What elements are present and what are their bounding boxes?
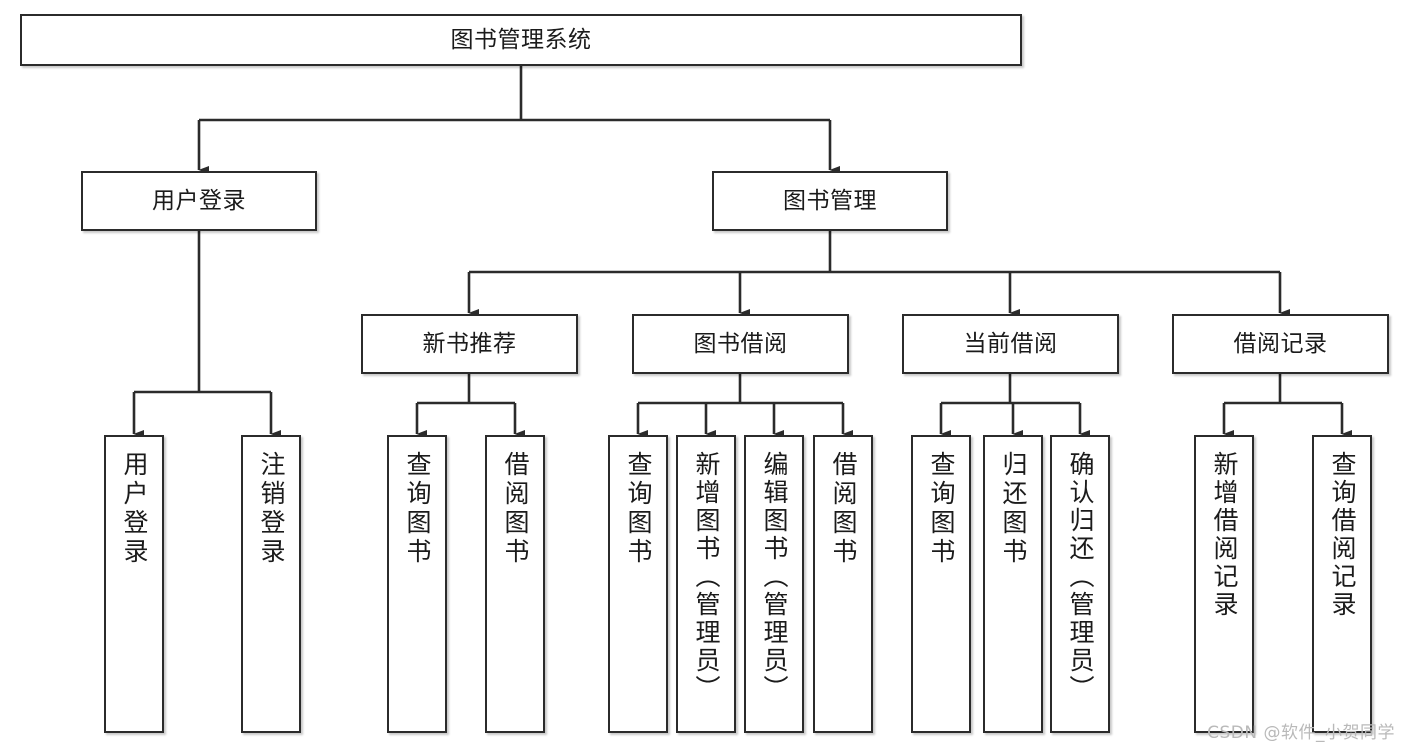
node-label-leaf-confirm-return-admin: 确认归还（管理员） (1066, 451, 1095, 703)
node-leaf-confirm-return-admin[interactable]: 确认归还（管理员） (1050, 435, 1110, 733)
node-label-user-login: 用户登录 (152, 187, 246, 214)
node-leaf-user-logout[interactable]: 注销登录 (241, 435, 301, 733)
connector-c-current-borrow-split (939, 374, 1091, 439)
connector-c-root-split (197, 66, 841, 175)
node-leaf-query-book-3[interactable]: 查询图书 (911, 435, 971, 733)
node-new-book-recommend[interactable]: 新书推荐 (361, 314, 578, 374)
node-root[interactable]: 图书管理系统 (20, 14, 1022, 66)
node-leaf-query-book-2[interactable]: 查询图书 (608, 435, 668, 733)
node-leaf-user-login[interactable]: 用户登录 (104, 435, 164, 733)
node-leaf-query-borrow-record[interactable]: 查询借阅记录 (1312, 435, 1372, 733)
node-label-leaf-borrow-book-2: 借阅图书 (829, 451, 858, 567)
connector-c-user-login-split (132, 231, 282, 439)
node-label-leaf-add-borrow-record: 新增借阅记录 (1210, 451, 1239, 619)
node-label-leaf-query-book-3: 查询图书 (927, 451, 956, 567)
node-label-leaf-query-book-2: 查询图书 (624, 451, 653, 567)
node-label-leaf-user-login: 用户登录 (120, 451, 149, 567)
node-label-book-manage: 图书管理 (783, 187, 877, 214)
connector-c-borrow-record-split (1222, 374, 1353, 439)
node-leaf-borrow-book-1[interactable]: 借阅图书 (485, 435, 545, 733)
node-label-root: 图书管理系统 (450, 26, 592, 53)
node-label-borrow-record: 借阅记录 (1233, 330, 1328, 357)
node-leaf-return-book[interactable]: 归还图书 (983, 435, 1043, 733)
node-leaf-add-borrow-record[interactable]: 新增借阅记录 (1194, 435, 1254, 733)
node-label-new-book-recommend: 新书推荐 (422, 330, 517, 357)
node-leaf-edit-book-admin[interactable]: 编辑图书（管理员） (744, 435, 804, 733)
node-label-leaf-query-book-1: 查询图书 (403, 451, 432, 567)
node-leaf-add-book-admin[interactable]: 新增图书（管理员） (676, 435, 736, 733)
node-label-book-borrow: 图书借阅 (693, 330, 788, 357)
node-current-borrow[interactable]: 当前借阅 (902, 314, 1119, 374)
csdn-watermark: CSDN @软件_小贺同学 (1207, 723, 1395, 743)
node-leaf-query-book-1[interactable]: 查询图书 (387, 435, 447, 733)
node-book-manage[interactable]: 图书管理 (712, 171, 948, 231)
node-borrow-record[interactable]: 借阅记录 (1172, 314, 1389, 374)
node-label-leaf-return-book: 归还图书 (999, 451, 1028, 567)
connector-c-book-borrow-split (636, 374, 854, 439)
connector-c-book-manage-split (467, 231, 1291, 318)
node-label-leaf-add-book-admin: 新增图书（管理员） (692, 451, 721, 703)
connector-c-new-book-split (415, 374, 526, 439)
node-leaf-borrow-book-2[interactable]: 借阅图书 (813, 435, 873, 733)
node-book-borrow[interactable]: 图书借阅 (632, 314, 849, 374)
node-label-leaf-edit-book-admin: 编辑图书（管理员） (760, 451, 789, 703)
node-user-login[interactable]: 用户登录 (81, 171, 317, 231)
node-label-leaf-borrow-book-1: 借阅图书 (501, 451, 530, 567)
node-label-current-borrow: 当前借阅 (963, 330, 1058, 357)
node-label-leaf-user-logout: 注销登录 (257, 451, 286, 567)
node-label-leaf-query-borrow-record: 查询借阅记录 (1328, 451, 1357, 619)
